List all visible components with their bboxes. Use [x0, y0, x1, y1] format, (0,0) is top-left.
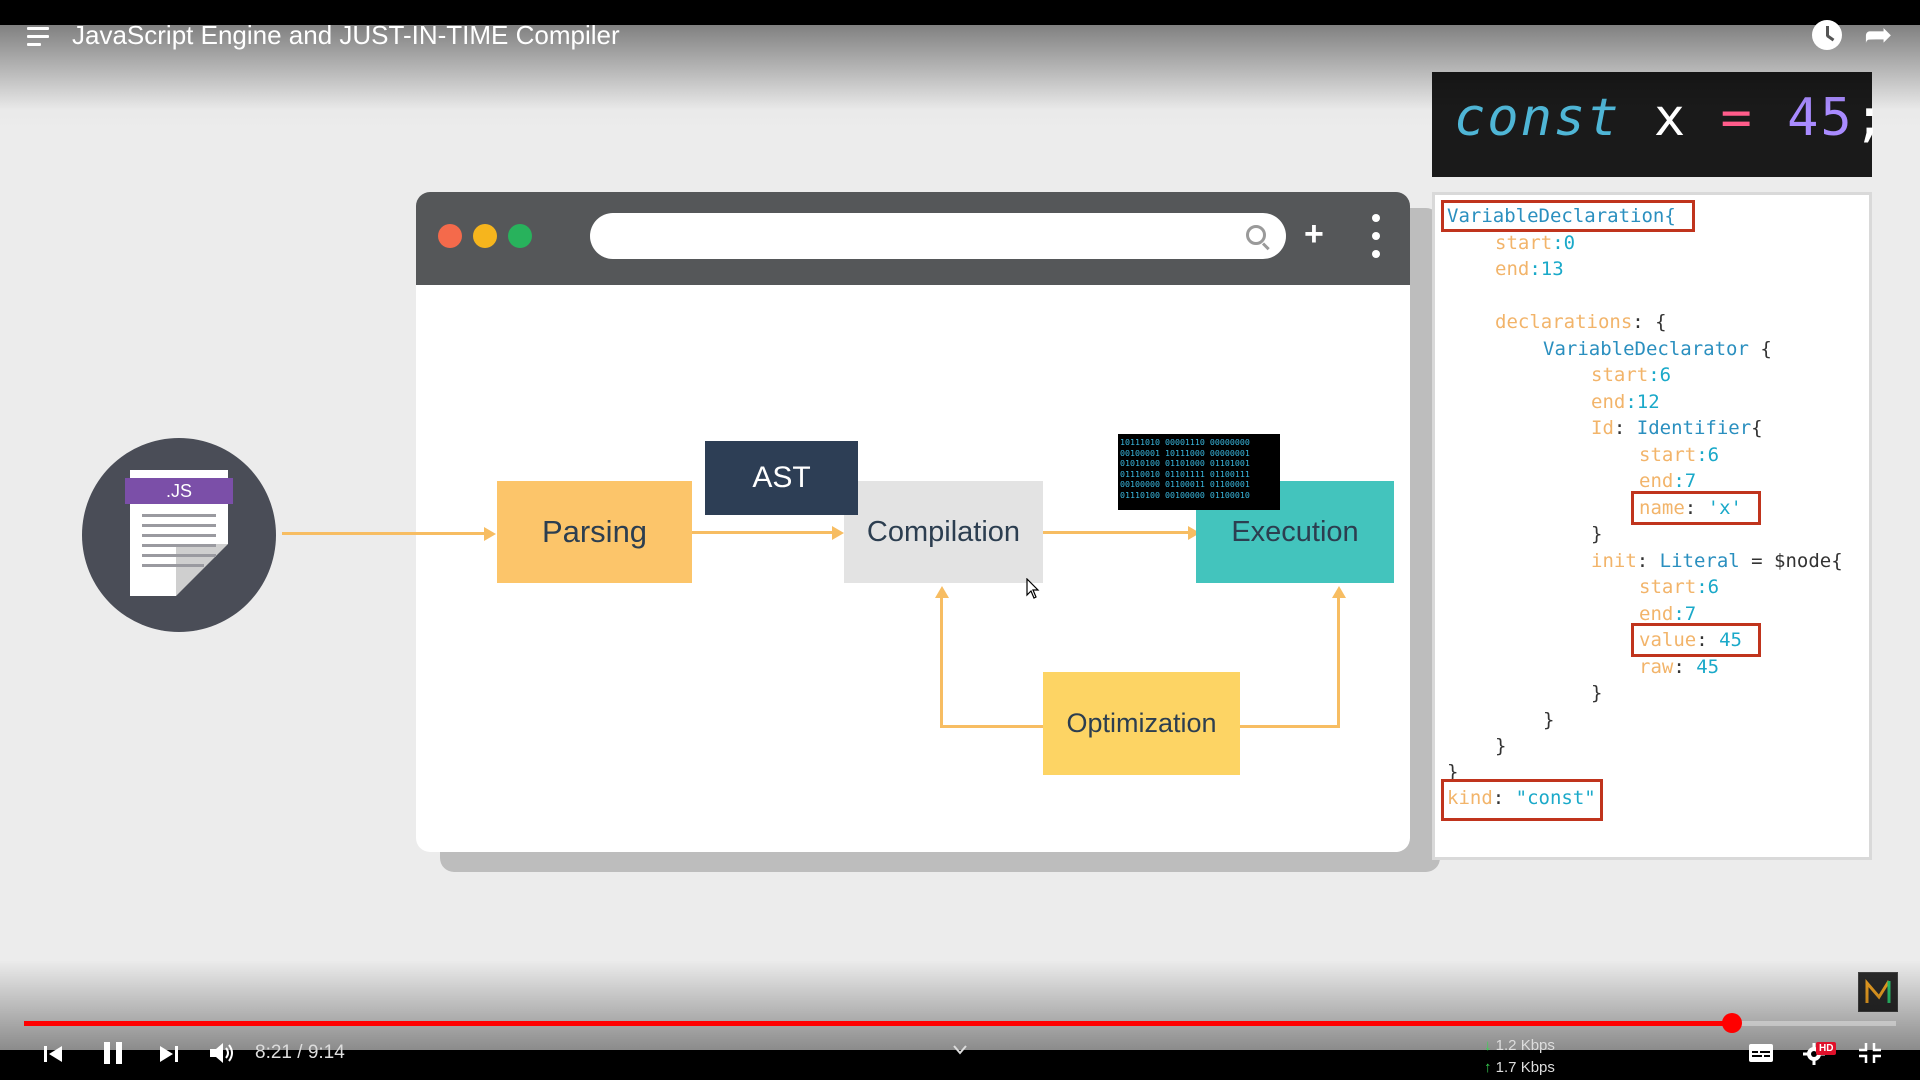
- js-file-line: [142, 534, 216, 537]
- optimization-box: Optimization: [1043, 672, 1240, 775]
- browser-address-bar: [590, 213, 1286, 259]
- ast-line: kind: "const": [1447, 787, 1596, 809]
- kebab-menu-icon: [1372, 214, 1380, 258]
- ast-line: declarations: {: [1495, 311, 1667, 333]
- js-file-line: [142, 524, 216, 527]
- ast-box: AST: [705, 441, 858, 515]
- ast-line: end:7: [1639, 470, 1697, 492]
- new-tab-plus-icon: +: [1304, 215, 1324, 253]
- compilation-box: Compilation: [844, 481, 1043, 583]
- chevron-down-icon[interactable]: [952, 1044, 968, 1056]
- binary-code-image: 10111010 00001110 00000000 00100001 1011…: [1118, 434, 1280, 510]
- ast-line: end:13: [1495, 258, 1564, 280]
- playlist-menu-icon[interactable]: [27, 27, 51, 49]
- hd-badge: HD: [1816, 1042, 1837, 1055]
- js-file-line: [142, 554, 216, 557]
- window-minimize-dot: [473, 224, 497, 248]
- optimization-label: Optimization: [1066, 708, 1217, 738]
- highlight-value: [1631, 623, 1761, 657]
- highlight-variable-declaration: [1441, 200, 1695, 232]
- ast-line: start:6: [1639, 444, 1720, 466]
- js-file-line: [142, 544, 216, 547]
- progress-scrubber[interactable]: [1722, 1013, 1743, 1033]
- ast-panel: VariableDeclaration{ start:0 end:13 decl…: [1432, 192, 1872, 860]
- watch-later-icon[interactable]: [1812, 20, 1842, 50]
- volume-icon[interactable]: [208, 1041, 236, 1065]
- download-rate: ↓ 1.2 Kbps: [1484, 1037, 1555, 1054]
- mouse-cursor-icon: [1026, 578, 1040, 599]
- arrow-head: [935, 586, 949, 598]
- window-close-dot: [438, 224, 462, 248]
- arrow-file-to-parsing: [282, 532, 486, 535]
- ast-line: start:0: [1495, 232, 1576, 254]
- ast-line: Id: Identifier{: [1591, 417, 1763, 439]
- parsing-label: Parsing: [541, 514, 648, 549]
- window-maximize-dot: [508, 224, 532, 248]
- ast-line: raw: 45: [1639, 656, 1720, 678]
- arrow-head: [484, 527, 496, 541]
- upload-rate: ↑ 1.7 Kbps: [1484, 1059, 1555, 1076]
- video-title[interactable]: JavaScript Engine and JUST-IN-TIME Compi…: [72, 20, 620, 50]
- highlight-name: [1631, 491, 1761, 525]
- arrow-execution-to-optimization: [1337, 596, 1340, 728]
- ast-line: value: 45: [1639, 629, 1742, 651]
- previous-icon[interactable]: [42, 1043, 64, 1065]
- parsing-box: Parsing: [497, 481, 692, 583]
- highlight-kind: [1441, 779, 1603, 821]
- arrow-optimization-to-compilation: [940, 725, 1044, 728]
- ast-line: }: [1495, 735, 1507, 757]
- next-icon[interactable]: [158, 1043, 180, 1065]
- exit-fullscreen-icon[interactable]: [1858, 1042, 1882, 1064]
- ast-line: end:12: [1591, 391, 1660, 413]
- ast-line: VariableDeclarator {: [1543, 338, 1772, 360]
- ast-line: init: Literal = $node{: [1591, 550, 1843, 572]
- js-file-label: .JS: [125, 478, 233, 504]
- js-file-line: [142, 564, 204, 567]
- progress-bar[interactable]: [24, 1013, 1896, 1033]
- execution-label: Execution: [1231, 515, 1359, 548]
- compilation-label: Compilation: [866, 515, 1021, 548]
- js-file-line: [142, 514, 216, 517]
- arrow-parsing-to-compilation: [692, 531, 835, 534]
- search-icon: [1246, 225, 1266, 245]
- arrow-head: [832, 526, 844, 540]
- subtitles-icon[interactable]: [1748, 1043, 1774, 1063]
- ast-line: }: [1543, 709, 1555, 731]
- ast-line: }: [1591, 682, 1603, 704]
- share-icon[interactable]: ➦: [1864, 16, 1893, 54]
- arrow-execution-to-optimization: [1240, 725, 1340, 728]
- arrow-optimization-to-compilation: [940, 596, 943, 728]
- ast-line: }: [1447, 761, 1459, 783]
- ast-label: AST: [752, 461, 811, 494]
- progress-fill: [24, 1021, 1733, 1026]
- browser-toolbar: +: [416, 192, 1410, 285]
- ast-line: name: 'x': [1639, 497, 1742, 519]
- ast-line: VariableDeclaration{: [1447, 205, 1676, 227]
- arrow-compilation-to-execution: [1043, 531, 1191, 534]
- arrow-head: [1332, 586, 1346, 598]
- top-bar: [0, 0, 1920, 25]
- time-display: 8:21 / 9:14: [255, 1042, 345, 1063]
- control-bar: [0, 1050, 1920, 1080]
- ast-line: start:6: [1591, 364, 1672, 386]
- ast-line: start:6: [1639, 576, 1720, 598]
- ast-line: }: [1591, 523, 1603, 545]
- ast-line: end:7: [1639, 603, 1697, 625]
- pause-icon[interactable]: [100, 1040, 126, 1066]
